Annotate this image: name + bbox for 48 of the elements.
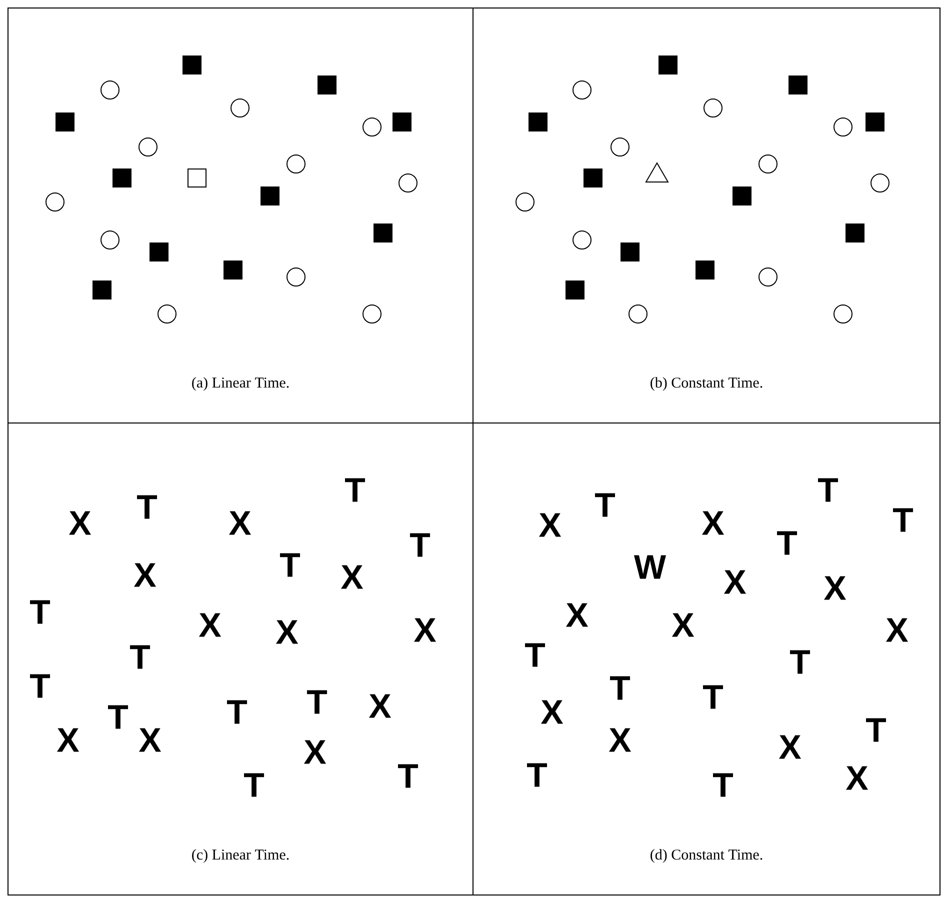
letter: X xyxy=(414,618,436,642)
letter: T xyxy=(818,478,838,502)
letter: X xyxy=(778,735,802,759)
letter: X xyxy=(846,766,868,790)
letter: T xyxy=(345,478,366,502)
letter: T xyxy=(713,773,734,797)
letter: T xyxy=(227,700,248,724)
letter: T xyxy=(790,650,810,674)
letter: T xyxy=(777,531,798,555)
letter: T xyxy=(30,600,50,624)
letter: X xyxy=(540,700,564,724)
letter: X xyxy=(368,694,392,718)
letter: T xyxy=(244,773,264,797)
letter: T xyxy=(307,690,328,714)
panel: (a) Linear Time. xyxy=(8,8,474,424)
letter: X xyxy=(724,570,746,594)
letter: X xyxy=(134,563,156,587)
letter: T xyxy=(703,685,724,709)
letter: T xyxy=(280,553,300,577)
letter: T xyxy=(108,705,128,729)
letter: T xyxy=(30,674,50,698)
letter: X xyxy=(138,728,162,752)
letter: X xyxy=(304,740,326,764)
letter: X xyxy=(56,728,80,752)
letter: W xyxy=(634,555,666,579)
letter: X xyxy=(702,511,724,535)
letter: T xyxy=(398,764,418,788)
letter: T xyxy=(527,763,548,787)
letter: X xyxy=(198,613,222,637)
letter: X xyxy=(886,618,908,642)
letter: X xyxy=(276,620,298,644)
letter: X xyxy=(538,513,562,537)
letter: X xyxy=(340,565,364,589)
letter: T xyxy=(137,495,158,519)
letter: T xyxy=(610,676,630,700)
letter: T xyxy=(130,645,150,669)
letter: X xyxy=(566,603,588,627)
letter: X xyxy=(824,576,846,600)
letter: X xyxy=(608,728,632,752)
letter: X xyxy=(68,511,92,535)
letter: T xyxy=(525,643,546,667)
letter: T xyxy=(866,718,886,742)
letter: X xyxy=(228,511,252,535)
letter: T xyxy=(595,493,616,517)
letter: X xyxy=(672,613,694,637)
letter: T xyxy=(410,533,430,557)
panel: (b) Constant Time. xyxy=(472,8,940,424)
letter: T xyxy=(893,508,914,532)
